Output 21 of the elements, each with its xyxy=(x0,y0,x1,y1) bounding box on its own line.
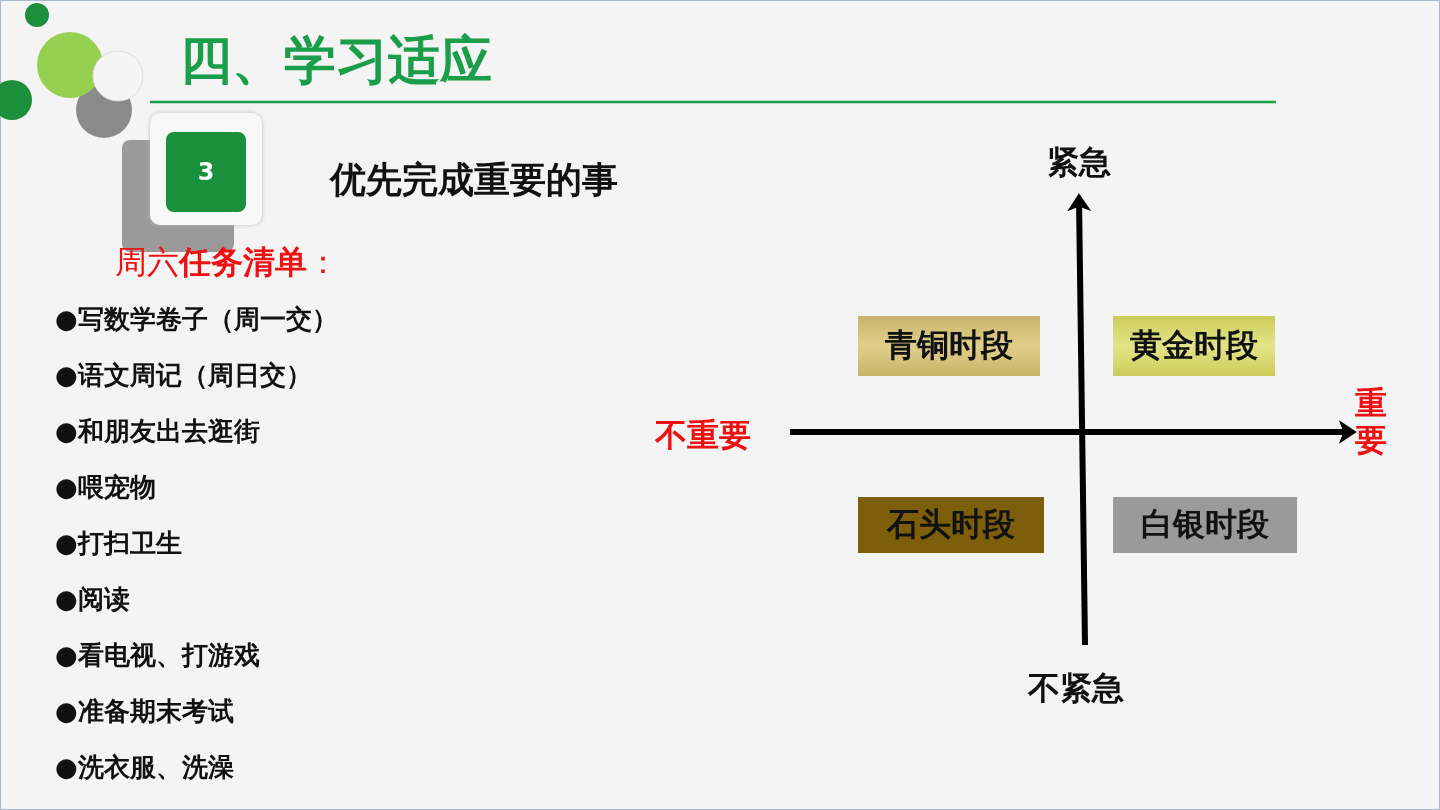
list-item: ●喂宠物 xyxy=(55,474,156,500)
list-item: ●写数学卷子（周一交） xyxy=(55,306,338,332)
list-item: ●语文周记（周日交） xyxy=(55,362,312,388)
list-item: ●阅读 xyxy=(55,586,130,612)
axis-label: 不紧急 xyxy=(1028,672,1124,704)
axis-label: 重要 xyxy=(1355,385,1388,459)
axis-label: 紧急 xyxy=(1047,146,1111,178)
quadrant-box: 白银时段 xyxy=(1113,497,1297,553)
subtitle: 优先完成重要的事 xyxy=(330,162,618,198)
number-badge: 3 xyxy=(166,132,246,212)
quadrant-box: 石头时段 xyxy=(858,497,1044,553)
quadrant-box: 青铜时段 xyxy=(858,316,1040,376)
list-item: ●打扫卫生 xyxy=(55,530,182,556)
list-item: ●准备期末考试 xyxy=(55,698,234,724)
axis-label: 不重要 xyxy=(655,419,751,451)
list-heading: 周六任务清单： xyxy=(115,246,339,278)
title: 四、学习适应 xyxy=(180,34,492,86)
list-item: ●看电视、打游戏 xyxy=(55,642,260,668)
quadrant-box: 黄金时段 xyxy=(1113,316,1275,376)
list-item: ●洗衣服、洗澡 xyxy=(55,754,234,780)
list-item: ●和朋友出去逛街 xyxy=(55,418,260,444)
